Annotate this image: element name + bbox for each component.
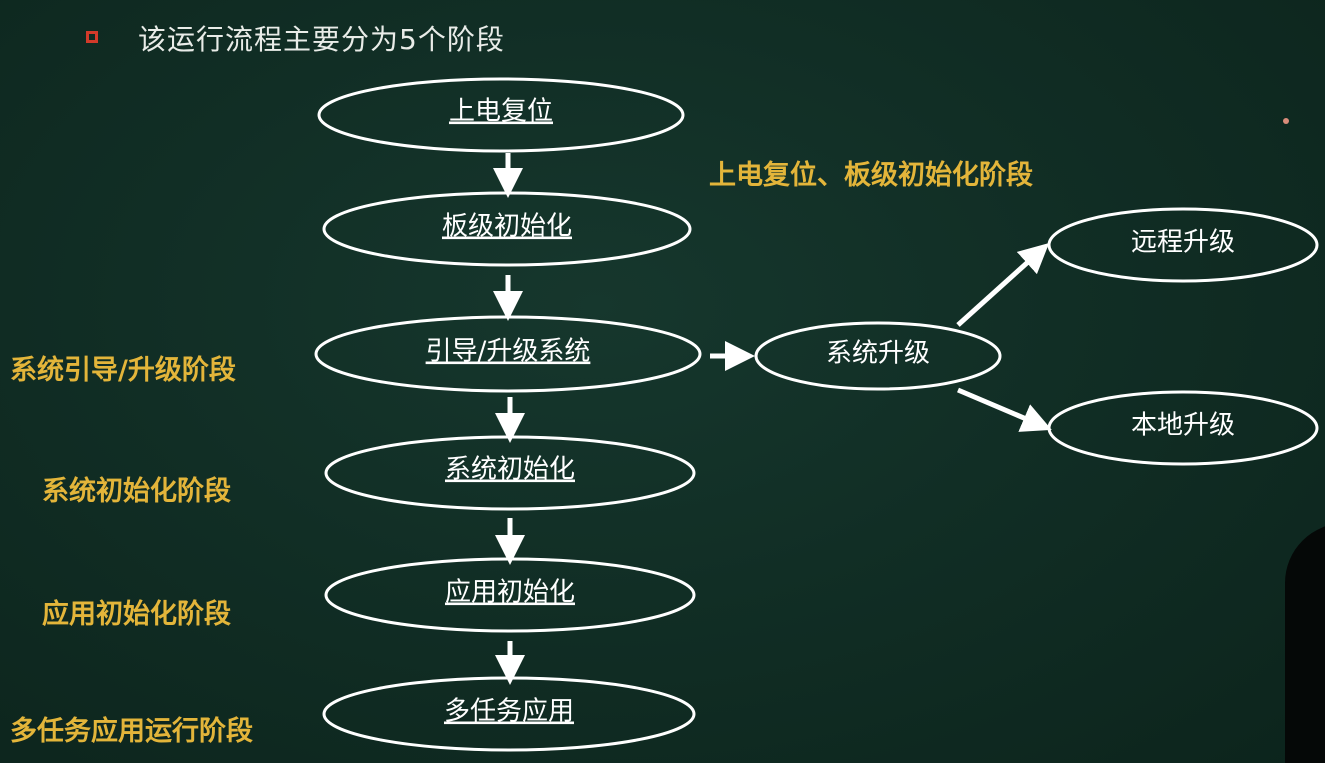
node-multitask-app: 多任务应用 <box>322 676 696 752</box>
node-remote-upgrade-label: 远程升级 <box>1131 228 1235 258</box>
node-boot-upgrade-label: 引导/升级系统 <box>426 337 591 367</box>
node-system-init: 系统初始化 <box>324 435 696 511</box>
presenter-silhouette <box>1285 523 1325 763</box>
arrow-upgrade-to-remote <box>956 242 1050 327</box>
node-app-init: 应用初始化 <box>324 557 696 633</box>
slide-title: 该运行流程主要分为5个阶段 <box>138 23 505 56</box>
node-system-init-label: 系统初始化 <box>445 455 575 485</box>
stage-label-power-board: 上电复位、板级初始化阶段 <box>709 160 1033 191</box>
node-board-init: 板级初始化 <box>322 191 692 267</box>
node-system-upgrade: 系统升级 <box>754 321 1002 391</box>
node-local-upgrade-label: 本地升级 <box>1131 411 1235 441</box>
stage-label-app-init: 应用初始化阶段 <box>42 599 231 630</box>
node-remote-upgrade: 远程升级 <box>1047 207 1319 283</box>
node-local-upgrade: 本地升级 <box>1047 390 1319 466</box>
node-multitask-app-label: 多任务应用 <box>444 697 574 727</box>
node-system-upgrade-label: 系统升级 <box>826 339 930 369</box>
node-boot-upgrade: 引导/升级系统 <box>314 315 702 393</box>
node-power-reset: 上电复位 <box>317 77 685 153</box>
stage-label-boot-upgrade: 系统引导/升级阶段 <box>10 355 236 386</box>
node-power-reset-label: 上电复位 <box>449 97 553 127</box>
node-board-init-label: 板级初始化 <box>442 212 572 242</box>
stage-label-system-init: 系统初始化阶段 <box>42 476 231 507</box>
arrow-upgrade-to-local <box>957 387 1052 432</box>
laser-pointer-dot <box>1283 118 1289 124</box>
hollow-square-bullet-icon <box>86 31 98 43</box>
stage-label-multitask: 多任务应用运行阶段 <box>10 716 253 747</box>
node-app-init-label: 应用初始化 <box>445 578 575 608</box>
